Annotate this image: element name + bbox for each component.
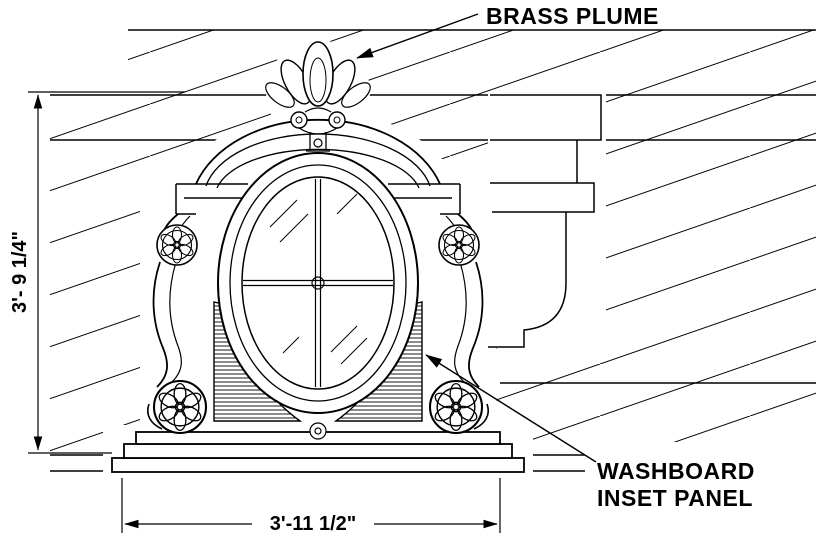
- brass-plume-label: BRASS PLUME: [486, 3, 659, 29]
- base-medallion: [309, 422, 327, 440]
- width-dimension-text: 3'-11 1/2": [270, 513, 357, 535]
- dimension-horizontal: 3'-11 1/2": [121, 478, 501, 536]
- height-dimension-text: 3'- 9 1/4": [9, 231, 31, 313]
- oval-window: [217, 152, 419, 414]
- brass-plume-leader: [356, 13, 479, 59]
- wall-return-profile: [488, 94, 602, 348]
- rosette-lower-left: [152, 379, 208, 435]
- washboard-leader: [425, 354, 597, 463]
- dimension-vertical: 3'- 9 1/4": [9, 91, 185, 454]
- rosette-lower-right: [428, 379, 484, 435]
- glass-reflection-lines: [269, 193, 368, 365]
- rosette-upper-right: [438, 224, 480, 266]
- ornament: [111, 41, 602, 473]
- brass-plume-ornament: [265, 41, 371, 152]
- rosette-upper-left: [156, 224, 198, 266]
- window-mullions: [243, 179, 393, 387]
- washboard-label-line2: INSET PANEL: [597, 485, 753, 511]
- callouts: BRASS PLUME WASHBOARD INSET PANEL: [356, 3, 755, 511]
- washboard-label-line1: WASHBOARD: [597, 458, 755, 484]
- dimension-text-backing: [252, 510, 374, 536]
